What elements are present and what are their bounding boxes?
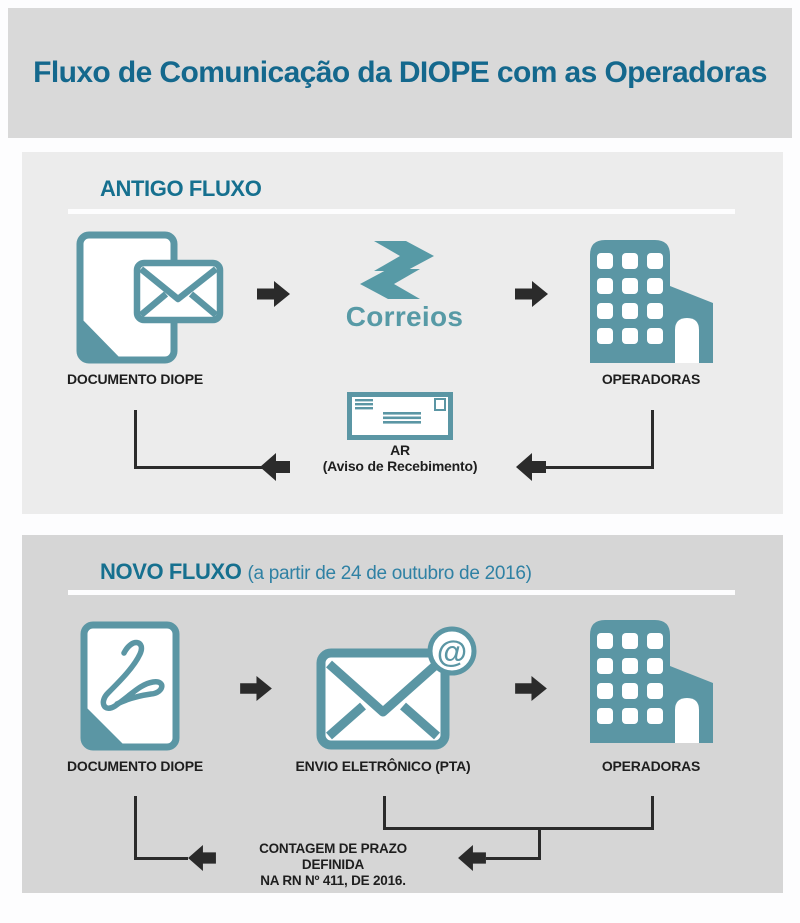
new-flow-heading-text: NOVO FLUXO	[100, 559, 242, 584]
return-line-right-horizontal	[546, 466, 654, 469]
new-source-label: DOCUMENTO DIOPE	[67, 758, 203, 774]
ar-label: AR (Aviso de Recebimento)	[300, 442, 500, 474]
new-flow-subheading: (a partir de 24 de outubro de 2016)	[247, 563, 532, 584]
right-arrow-icon	[515, 676, 547, 701]
correios-wordmark: Correios	[345, 301, 464, 332]
at-symbol: @	[437, 634, 467, 669]
note-line-left-horizontal	[134, 857, 188, 860]
header-band: Fluxo de Comunicação da DIOPE com as Ope…	[8, 8, 792, 138]
old-target-label: OPERADORAS	[601, 371, 701, 387]
new-flow-heading: NOVO FLUXO(a partir de 24 de outubro de …	[100, 559, 532, 585]
ar-title: AR	[390, 442, 410, 458]
note-line2: NA RN Nº 411, DE 2016.	[260, 873, 406, 888]
right-arrow-icon	[240, 676, 272, 701]
old-source-label: DOCUMENTO DIOPE	[67, 371, 203, 387]
note-text: CONTAGEM DE PRAZO DEFINIDA NA RN Nº 411,…	[230, 841, 436, 889]
section-underline	[68, 590, 735, 595]
bracket-tick-right	[651, 796, 654, 830]
building-icon	[590, 240, 713, 363]
ar-subtitle: (Aviso de Recebimento)	[322, 457, 478, 474]
left-arrow-icon	[188, 845, 216, 871]
bracket-tick-left	[383, 796, 386, 830]
ar-envelope-icon	[347, 392, 453, 440]
bracket-drop-vertical	[538, 827, 541, 860]
note-line-right-horizontal	[486, 857, 541, 860]
old-flow-heading: ANTIGO FLUXO	[100, 176, 262, 201]
return-line-right-vertical	[651, 410, 654, 469]
right-arrow-icon	[515, 281, 548, 307]
left-arrow-icon	[260, 453, 290, 481]
right-arrow-icon	[257, 281, 290, 307]
return-line-left-horizontal	[134, 466, 264, 469]
building-icon	[590, 620, 713, 743]
left-arrow-icon	[458, 845, 486, 871]
new-target-label: OPERADORAS	[601, 758, 701, 774]
note-line1: CONTAGEM DE PRAZO DEFINIDA	[259, 841, 407, 872]
old-flow-panel: ANTIGO FLUXO DOCUMENTO DIOPE Correios	[22, 152, 783, 514]
document-envelope-icon	[76, 231, 224, 364]
left-arrow-icon	[516, 453, 546, 481]
return-line-left-vertical	[134, 410, 137, 469]
correios-logo-icon	[360, 241, 434, 299]
new-flow-panel: NOVO FLUXO(a partir de 24 de outubro de …	[22, 535, 783, 893]
note-line-left-vertical	[134, 796, 137, 860]
section-underline	[68, 209, 735, 214]
new-channel-label: ENVIO ELETRÔNICO (PTA)	[295, 758, 471, 774]
email-at-icon: @	[316, 626, 477, 750]
pdf-document-icon	[80, 621, 180, 751]
page-title: Fluxo de Comunicação da DIOPE com as Ope…	[33, 56, 767, 89]
bracket-horizontal	[383, 827, 654, 830]
